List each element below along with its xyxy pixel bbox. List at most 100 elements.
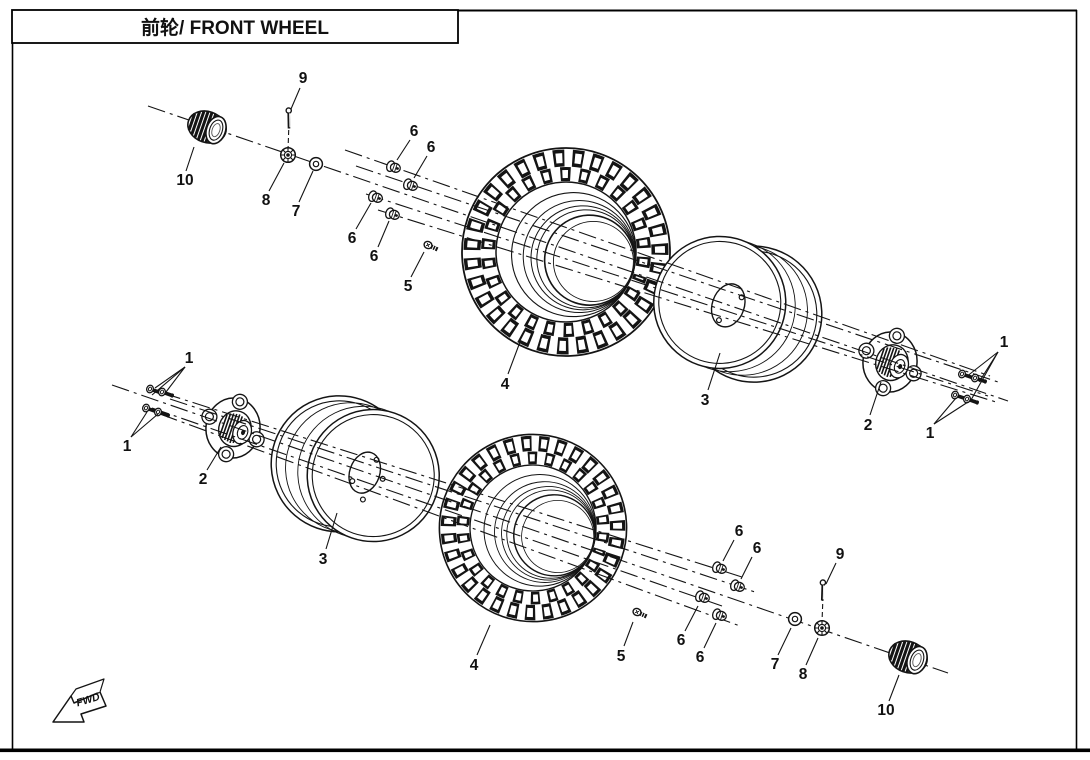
leader-line	[355, 202, 372, 230]
axis-line	[355, 165, 999, 383]
leader-line	[623, 621, 634, 647]
leader-line	[476, 624, 491, 656]
callout-5: 5	[617, 648, 626, 665]
leader-line	[869, 381, 882, 416]
callout-1: 1	[1000, 334, 1009, 351]
leader-line	[965, 351, 999, 378]
cotter-pin	[281, 106, 296, 130]
callout-10: 10	[877, 702, 894, 719]
castle-nut	[813, 619, 831, 637]
callout-6: 6	[753, 540, 762, 557]
callout-8: 8	[799, 666, 808, 683]
stud-bolt	[155, 385, 177, 402]
leader-line	[933, 401, 969, 425]
axis-line	[377, 209, 997, 403]
callout-4: 4	[470, 657, 479, 674]
callout-6: 6	[410, 123, 419, 140]
lug-nut	[710, 560, 729, 577]
lug-nut	[728, 578, 747, 595]
leader-line	[825, 562, 837, 585]
leader-lines	[130, 366, 900, 702]
lug-nut	[401, 177, 420, 194]
callout-6: 6	[370, 248, 379, 265]
leader-line	[377, 220, 390, 248]
callout-2: 2	[199, 471, 208, 488]
callout-6: 6	[696, 649, 705, 666]
callout-7: 7	[292, 203, 301, 220]
leader-line	[722, 539, 735, 562]
leader-line	[185, 146, 195, 172]
axis-line	[169, 398, 759, 594]
leader-line	[206, 446, 222, 471]
leader-line	[933, 397, 957, 425]
callout-6: 6	[427, 139, 436, 156]
leader-line	[130, 413, 159, 438]
tire	[414, 409, 652, 647]
leader-line	[970, 351, 999, 401]
callout-9: 9	[299, 70, 308, 87]
leader-line	[410, 251, 425, 278]
leader-line	[684, 605, 699, 632]
lug-nut	[384, 159, 403, 176]
leader-line	[777, 627, 792, 656]
leader-line	[151, 366, 186, 396]
callout-3: 3	[319, 551, 328, 568]
axis-lines	[147, 105, 1009, 403]
valve-stem	[632, 607, 648, 619]
callout-8: 8	[262, 192, 271, 209]
callout-1: 1	[926, 425, 935, 442]
leader-lines	[185, 87, 999, 425]
callout-1: 1	[123, 438, 132, 455]
hub	[846, 317, 934, 407]
leader-line	[507, 341, 521, 375]
leader-line	[298, 170, 314, 203]
hub-cap	[883, 634, 933, 680]
leader-line	[396, 139, 411, 161]
fwd-arrow: FWD	[52, 678, 107, 723]
axis-line	[162, 392, 743, 578]
leader-line	[325, 512, 338, 550]
leader-line	[707, 352, 721, 391]
callout-2: 2	[864, 417, 873, 434]
callout-6: 6	[735, 523, 744, 540]
lug-nut	[366, 189, 385, 206]
hub	[189, 383, 277, 473]
title-box: 前轮/ FRONT WHEEL	[11, 9, 459, 44]
washer	[787, 611, 803, 627]
leader-line	[805, 637, 819, 666]
axis-line	[365, 193, 989, 397]
axis-line	[159, 413, 741, 627]
axis-line	[344, 149, 991, 377]
callout-6: 6	[348, 230, 357, 247]
leader-line	[413, 155, 428, 179]
callout-5: 5	[404, 278, 413, 295]
callout-7: 7	[771, 656, 780, 673]
bottom-wheel-assembly: 1 1 2 3 4 5 6 6 6 6 7 8 9 10	[111, 350, 949, 719]
lug-nut	[693, 589, 712, 606]
leader-line	[888, 674, 900, 702]
stud-bolt	[151, 405, 173, 422]
callout-4: 4	[501, 376, 510, 393]
tire	[434, 120, 698, 384]
callout-9: 9	[836, 546, 845, 563]
leader-line	[268, 162, 285, 192]
callout-1: 1	[185, 350, 194, 367]
castle-nut	[279, 146, 297, 164]
washer	[308, 156, 324, 172]
leader-line	[130, 411, 148, 438]
leader-line	[290, 87, 301, 110]
leader-line	[740, 556, 753, 580]
axis-line	[151, 407, 723, 607]
axis-line	[111, 384, 949, 674]
callout-6: 6	[677, 632, 686, 649]
lug-nut	[383, 206, 402, 223]
hub-cap	[182, 104, 232, 150]
axis-line	[147, 105, 1009, 402]
drawing-frame	[0, 9, 1090, 753]
top-wheel-assembly: 10 9 8 7 6 6 6 6 5 4 3 2 1 1	[147, 70, 1009, 442]
callout-10: 10	[176, 172, 193, 189]
valve-stem	[423, 240, 439, 252]
page-title: 前轮/ FRONT WHEEL	[141, 16, 329, 39]
